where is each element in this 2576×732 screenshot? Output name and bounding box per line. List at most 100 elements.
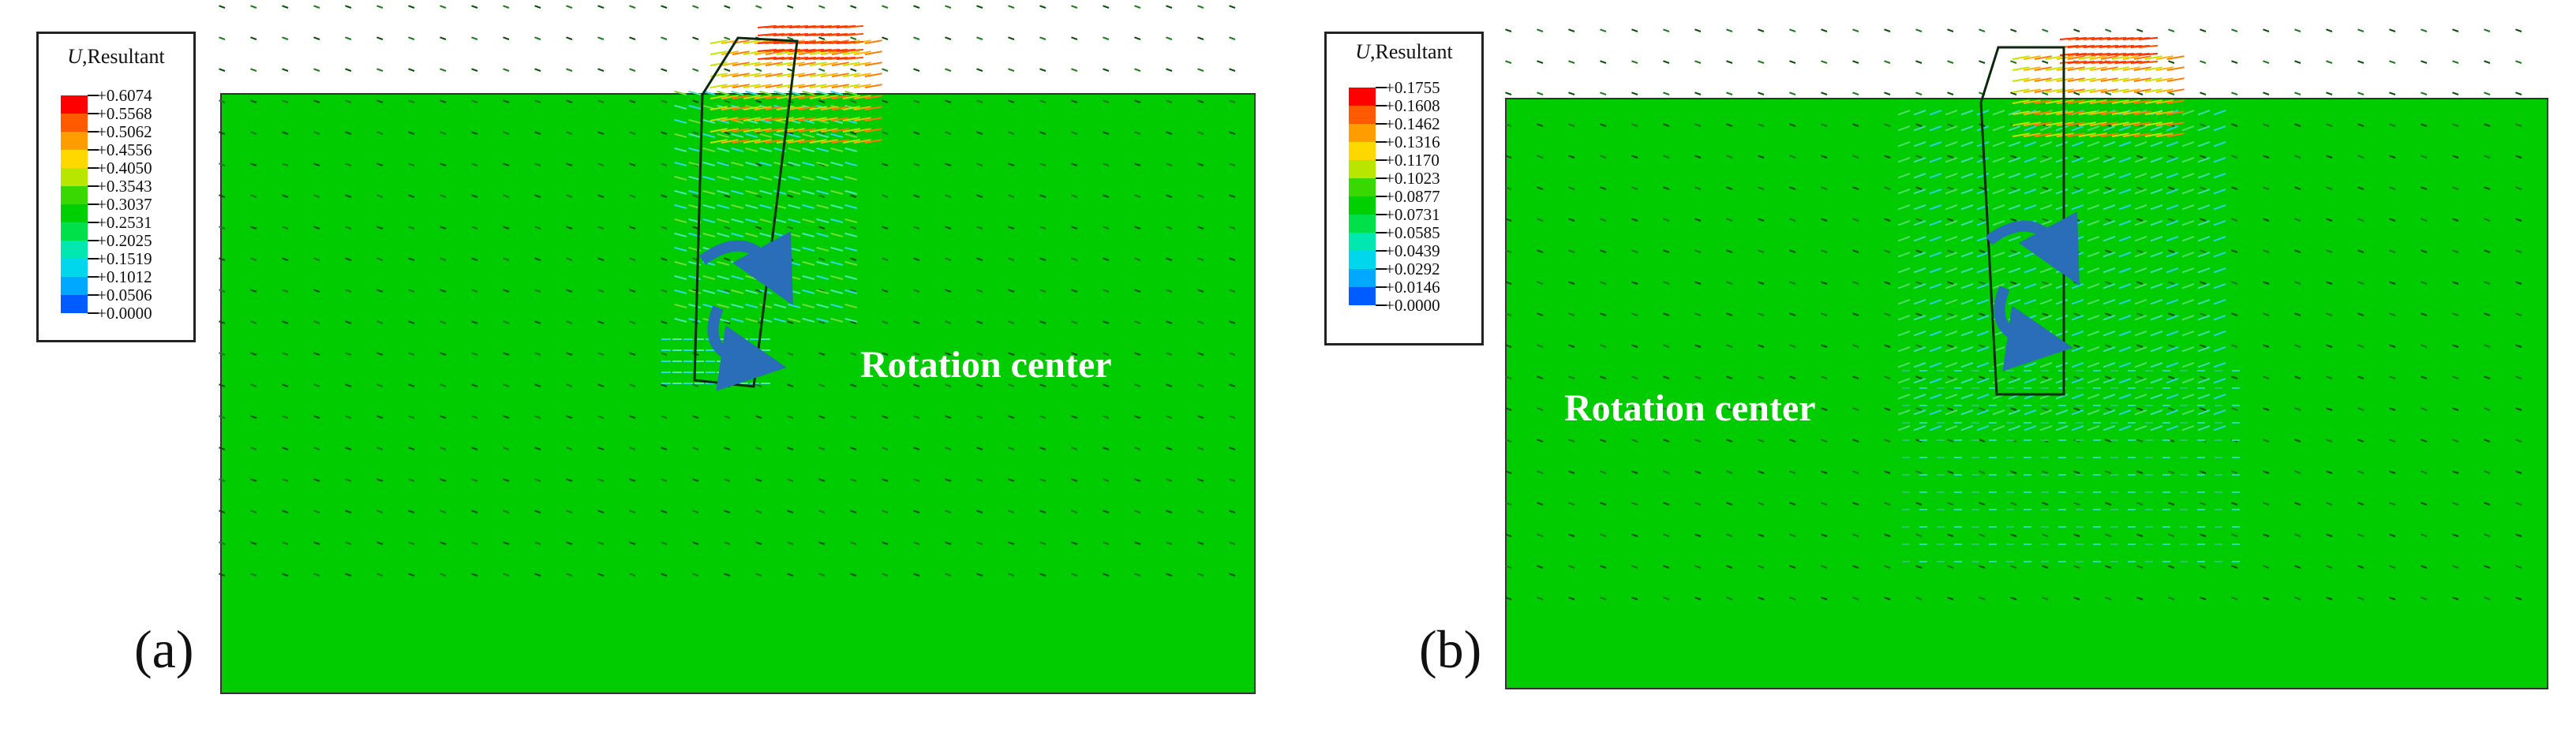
displacement-vector (2100, 66, 2118, 71)
displacement-vector (2039, 157, 2053, 163)
displacement-vector (282, 415, 289, 419)
displacement-vector (408, 352, 415, 356)
displacement-vector (830, 161, 844, 166)
displacement-vector (2421, 312, 2428, 316)
displacement-vector (2389, 439, 2396, 443)
displacement-vector (2263, 407, 2270, 411)
displacement-vector (2118, 220, 2132, 226)
displacement-vector (2484, 312, 2491, 316)
displacement-vector (2166, 283, 2179, 289)
displacement-vector (345, 68, 352, 72)
displacement-vector (816, 274, 829, 280)
displacement-vector (2008, 409, 2021, 416)
legend-tick-label: +0.0000 (97, 304, 152, 323)
displacement-vector (1694, 312, 1702, 316)
displacement-vector (597, 162, 605, 166)
displacement-vector (597, 226, 605, 230)
displacement-vector (1884, 407, 1891, 411)
displacement-vector (1505, 312, 1512, 316)
displacement-vector (2166, 125, 2179, 132)
displacement-vector (831, 139, 849, 144)
displacement-vector (2389, 312, 2396, 316)
legend-tick (1376, 232, 1387, 233)
displacement-vector (2263, 533, 2270, 537)
displacement-vector (2421, 281, 2428, 285)
displacement-vector (853, 50, 871, 55)
displacement-vector (913, 5, 920, 9)
displacement-vector (724, 573, 731, 577)
displacement-vector (1947, 281, 1954, 285)
displacement-vector (2056, 66, 2074, 71)
displacement-vector (1913, 331, 1926, 337)
displacement-vector (2515, 533, 2522, 537)
displacement-vector (1134, 5, 1141, 9)
displacement-vector (2181, 362, 2195, 368)
displacement-vector (724, 257, 731, 261)
displacement-vector (702, 274, 716, 280)
displacement-vector (913, 162, 920, 166)
displacement-vector (313, 541, 320, 545)
displacement-vector (2155, 77, 2174, 82)
displacement-vector (1229, 289, 1236, 293)
displacement-vector (2389, 249, 2396, 253)
displacement-vector (2042, 375, 2049, 379)
displacement-vector (864, 95, 882, 99)
displacement-vector (282, 226, 289, 230)
displacement-vector (1071, 257, 1078, 261)
displacement-vector (1008, 5, 1015, 9)
displacement-vector (1505, 470, 1512, 474)
displacement-vector (2452, 28, 2459, 32)
displacement-vector (976, 162, 983, 166)
displacement-vector (1229, 226, 1236, 230)
displacement-vector (1071, 68, 1078, 72)
displacement-vector (471, 510, 478, 514)
displacement-vector (830, 218, 844, 223)
displacement-vector (798, 62, 816, 66)
displacement-vector (2042, 470, 2049, 474)
displacement-vector (1789, 312, 1796, 316)
displacement-vector (1568, 28, 1575, 32)
displacement-vector (2105, 249, 2112, 253)
displacement-vector (787, 320, 794, 324)
displacement-vector (2155, 88, 2174, 93)
displacement-vector (1600, 186, 1607, 190)
displacement-vector (765, 62, 783, 66)
displacement-vector (830, 303, 844, 308)
displacement-vector (2213, 346, 2226, 353)
displacement-vector (2067, 110, 2085, 115)
displacement-vector (1979, 470, 1986, 474)
displacement-vector (1789, 533, 1796, 537)
displacement-vector (2012, 121, 2030, 126)
displacement-vector (1915, 60, 1923, 64)
displacement-vector (1071, 99, 1078, 103)
displacement-vector (2105, 312, 2112, 316)
displacement-vector (2144, 121, 2162, 126)
displacement-vector (2231, 218, 2238, 222)
displacement-vector (1229, 36, 1236, 40)
displacement-vector (1505, 186, 1512, 190)
displacement-vector (1852, 186, 1859, 190)
displacement-vector (1821, 281, 1828, 285)
displacement-vector (2150, 236, 2163, 242)
displacement-vector (1537, 249, 1544, 253)
displacement-vector (1897, 125, 1911, 132)
displacement-vector (2118, 299, 2132, 305)
displacement-vector (776, 73, 794, 77)
displacement-vector (1134, 541, 1141, 545)
displacement-vector (1663, 596, 1670, 600)
displacement-vector (2515, 375, 2522, 379)
displacement-vector (313, 415, 320, 419)
displacement-vector (1197, 162, 1204, 166)
displacement-vector (1929, 394, 1942, 400)
displacement-vector (1071, 289, 1078, 293)
displacement-vector (2087, 346, 2100, 353)
displacement-vector (1726, 155, 1733, 159)
displacement-vector (717, 133, 730, 138)
displacement-vector (2078, 110, 2096, 115)
displacement-vector (2357, 218, 2364, 222)
displacement-vector (1694, 123, 1702, 127)
displacement-vector (1663, 186, 1670, 190)
displacement-vector (219, 320, 226, 324)
displacement-vector (2102, 299, 2116, 305)
displacement-vector (2056, 99, 2074, 104)
